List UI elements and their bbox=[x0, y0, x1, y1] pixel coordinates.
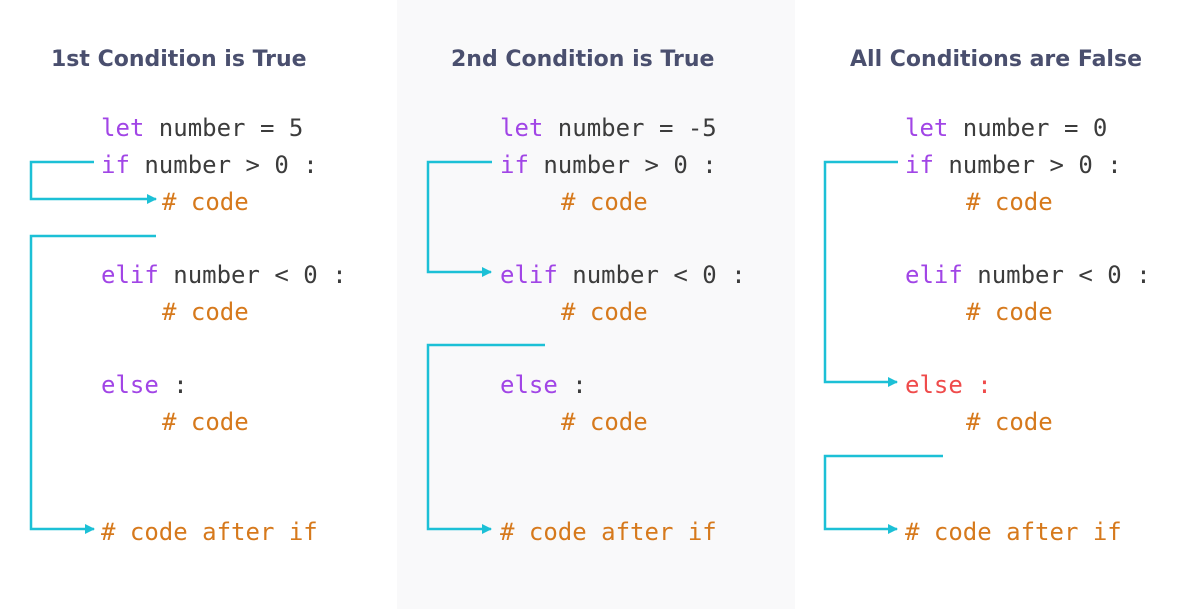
keyword-elif: elif bbox=[101, 261, 159, 289]
else-body-comment: # code bbox=[162, 408, 249, 436]
else-body-comment: # code bbox=[966, 408, 1053, 436]
elif-body-comment: # code bbox=[561, 298, 648, 326]
code-after-if-comment: # code after if bbox=[905, 518, 1122, 546]
arrow-exit-to-code-after-if bbox=[823, 454, 943, 534]
keyword-let: let bbox=[905, 114, 949, 142]
arrow-exit-to-code-after-if bbox=[426, 343, 545, 534]
elif-body-comment: # code bbox=[966, 298, 1053, 326]
else-colon: : bbox=[962, 371, 992, 399]
let-statement: number = 0 bbox=[948, 114, 1108, 142]
panel-first-condition-true: 1st Condition is True let number = 5 if … bbox=[0, 0, 400, 609]
keyword-elif: elif bbox=[500, 261, 558, 289]
arrow-if-to-code bbox=[29, 160, 157, 204]
arrow-exit-to-code-after-if bbox=[29, 234, 156, 534]
arrow-if-to-else bbox=[823, 160, 898, 387]
panel-title: All Conditions are False bbox=[850, 47, 1142, 72]
else-colon: : bbox=[158, 371, 188, 399]
if-body-comment: # code bbox=[561, 188, 648, 216]
keyword-else: else bbox=[101, 371, 159, 399]
code-after-if-comment: # code after if bbox=[101, 518, 318, 546]
keyword-let: let bbox=[101, 114, 145, 142]
elif-condition: number < 0 : bbox=[158, 261, 347, 289]
let-statement: number = 5 bbox=[144, 114, 304, 142]
keyword-if: if bbox=[101, 151, 130, 179]
elif-body-comment: # code bbox=[162, 298, 249, 326]
elif-condition: number < 0 : bbox=[962, 261, 1151, 289]
panel-title: 1st Condition is True bbox=[51, 47, 307, 72]
elif-condition: number < 0 : bbox=[557, 261, 746, 289]
panel-title: 2nd Condition is True bbox=[451, 47, 715, 72]
keyword-if: if bbox=[905, 151, 934, 179]
keyword-if: if bbox=[500, 151, 529, 179]
arrow-if-to-elif bbox=[426, 160, 492, 277]
code-line-else: else : bbox=[500, 370, 587, 400]
code-line-let: let number = -5 bbox=[500, 113, 717, 143]
panel-second-condition-true: 2nd Condition is True let number = -5 if… bbox=[398, 0, 798, 609]
code-line-let: let number = 5 bbox=[101, 113, 303, 143]
code-line-if: if number > 0 : bbox=[905, 150, 1122, 180]
keyword-else: else bbox=[905, 371, 963, 399]
let-statement: number = -5 bbox=[543, 114, 717, 142]
panel-all-conditions-false: All Conditions are False let number = 0 … bbox=[800, 0, 1200, 609]
if-body-comment: # code bbox=[162, 188, 249, 216]
keyword-else: else bbox=[500, 371, 558, 399]
keyword-elif: elif bbox=[905, 261, 963, 289]
if-condition: number > 0 : bbox=[528, 151, 717, 179]
if-condition: number > 0 : bbox=[933, 151, 1122, 179]
if-condition: number > 0 : bbox=[129, 151, 318, 179]
code-line-let: let number = 0 bbox=[905, 113, 1107, 143]
code-after-if-comment: # code after if bbox=[500, 518, 717, 546]
else-body-comment: # code bbox=[561, 408, 648, 436]
if-body-comment: # code bbox=[966, 188, 1053, 216]
code-line-if: if number > 0 : bbox=[500, 150, 717, 180]
code-line-elif: elif number < 0 : bbox=[500, 260, 746, 290]
middle-column-background bbox=[397, 0, 795, 609]
else-colon: : bbox=[557, 371, 587, 399]
code-line-else-highlighted: else : bbox=[905, 370, 992, 400]
code-line-elif: elif number < 0 : bbox=[101, 260, 347, 290]
code-line-if: if number > 0 : bbox=[101, 150, 318, 180]
keyword-let: let bbox=[500, 114, 544, 142]
code-line-else: else : bbox=[101, 370, 188, 400]
code-line-elif: elif number < 0 : bbox=[905, 260, 1151, 290]
